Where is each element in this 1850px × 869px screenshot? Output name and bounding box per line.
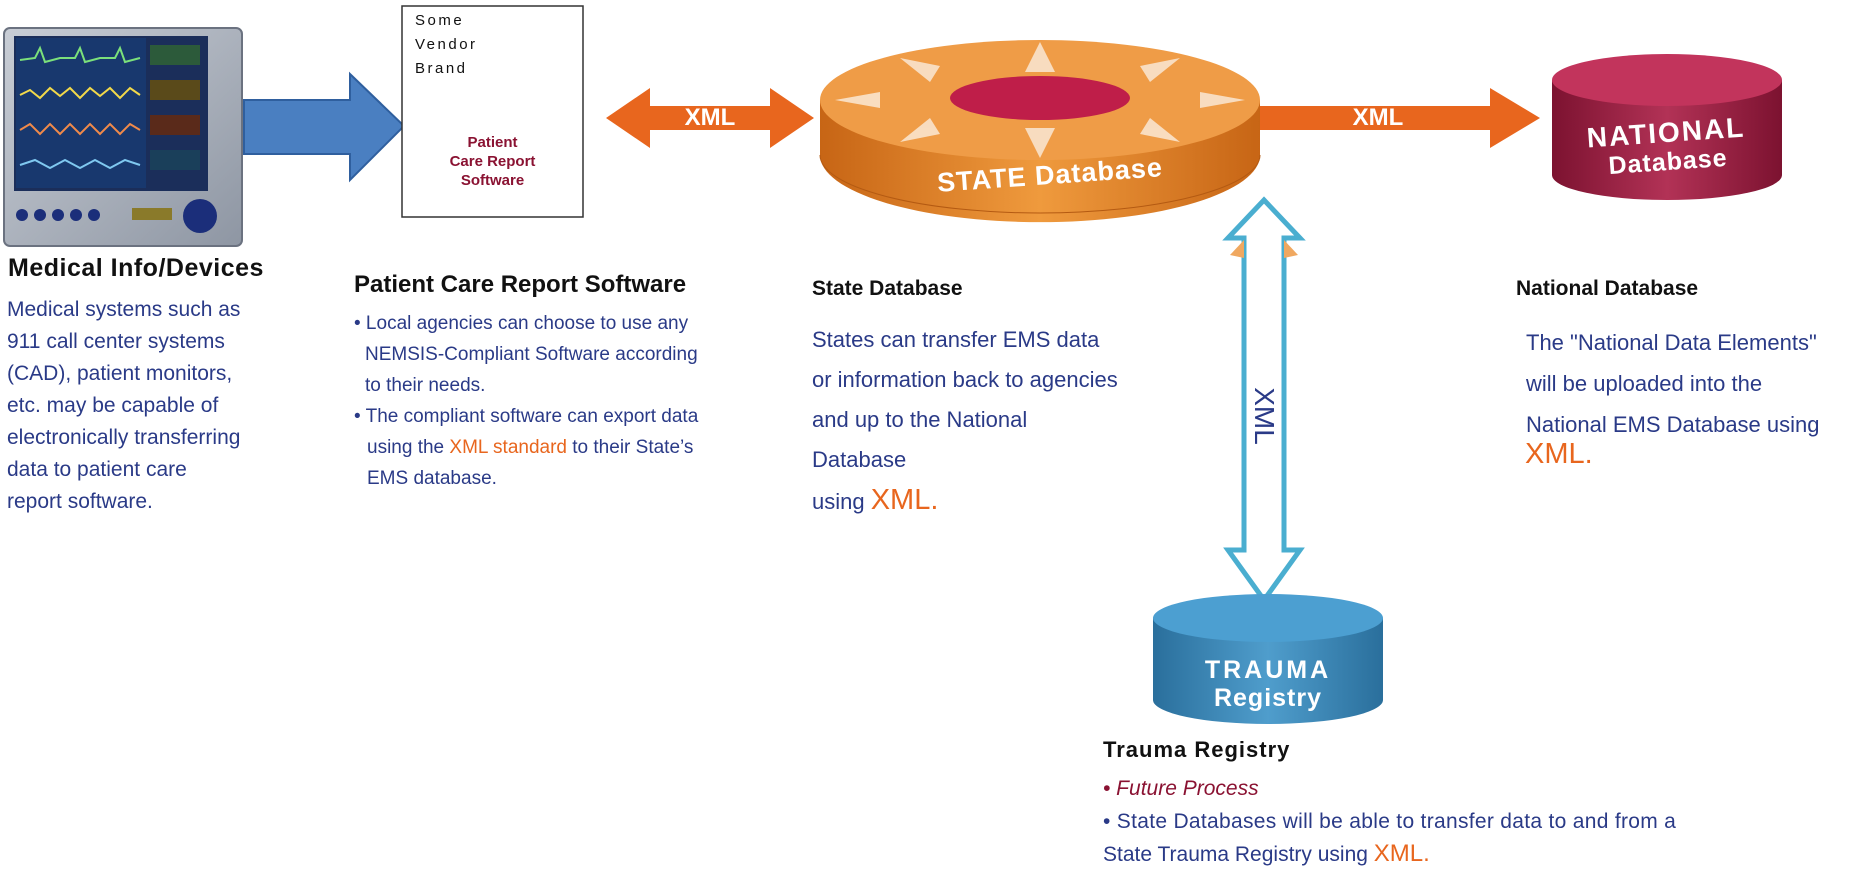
vendor-product-line: Care Report <box>449 153 536 170</box>
trauma-disk-line1: TRAUMA <box>1204 656 1332 684</box>
national-database-icon <box>1552 54 1782 200</box>
national-text: The "National Data Elements" will be upl… <box>1526 322 1820 445</box>
pcr-bullet2-line2: using the XML standard to their State’s <box>354 432 698 463</box>
vendor-product-line: Patient <box>467 134 518 151</box>
trauma-disk-line2: Registry <box>1213 684 1323 712</box>
pcr-heading: Patient Care Report Software <box>354 271 687 298</box>
pcr-bullet2-line3: EMS database. <box>367 468 497 489</box>
pcr-text: • Local agencies can choose to use any N… <box>354 308 698 494</box>
state-using: using <box>812 489 871 514</box>
state-text: States can transfer EMS data or informat… <box>812 320 1118 522</box>
vendor-brand-text: Some Vendor Brand <box>415 9 478 81</box>
state-using-line: using XML. <box>812 480 1118 522</box>
trauma-registry-icon <box>1153 594 1383 724</box>
national-xml: XML. <box>1525 438 1593 470</box>
trauma-line2: State Trauma Registry using XML. <box>1103 840 1430 868</box>
orange-accent-right <box>1284 240 1298 258</box>
medical-text-line: data to patient care <box>7 458 187 481</box>
pcr-b2-pre: using the <box>367 437 450 458</box>
state-text-line: and up to the National <box>812 407 1028 432</box>
pcr-bullet1-line2: NEMSIS-Compliant Software according <box>365 344 698 365</box>
state-heading: State Database <box>812 277 963 300</box>
trauma-disk-label: TRAUMA Registry <box>1160 656 1376 712</box>
trauma-heading: Trauma Registry <box>1103 737 1291 762</box>
medical-text-line: 911 call center systems <box>7 330 225 353</box>
vendor-brand-line: Vendor <box>415 36 478 53</box>
pcr-bullet2-line1: • The compliant software can export data <box>354 406 699 427</box>
pcr-xml-standard: XML standard <box>449 437 567 458</box>
medical-text-line: report software. <box>7 490 153 513</box>
state-database-icon <box>819 40 1261 223</box>
trauma-future: • Future Process <box>1103 777 1259 800</box>
orange-accent-left <box>1230 240 1244 258</box>
state-text-line: States can transfer EMS data <box>812 327 1100 352</box>
pcr-bullet1-line3: to their needs. <box>365 375 486 396</box>
medical-text-line: electronically transferring <box>7 426 241 449</box>
medical-info-text: Medical systems such as 911 call center … <box>7 294 240 518</box>
medical-text-line: etc. may be capable of <box>7 394 219 417</box>
state-text-line: Database <box>812 447 907 472</box>
medical-text-line: (CAD), patient monitors, <box>7 362 233 385</box>
medical-monitor-icon <box>3 27 243 247</box>
xml-label-left: XML <box>684 104 736 131</box>
vendor-brand-line: Some <box>415 12 465 29</box>
national-text-line: National EMS Database using <box>1526 412 1820 437</box>
state-text-line: or information back to agencies <box>812 367 1118 392</box>
xml-arrow-right <box>1260 88 1540 148</box>
xml-double-arrow-left <box>606 88 814 148</box>
national-heading: National Database <box>1516 277 1699 300</box>
state-xml: XML. <box>870 484 939 516</box>
vendor-product-line: Software <box>460 172 525 189</box>
trauma-line1: • State Databases will be able to transf… <box>1103 810 1677 833</box>
medical-info-heading: Medical Info/Devices <box>8 254 264 282</box>
national-text-line: The "National Data Elements" <box>1526 330 1817 355</box>
xml-label-vertical: XML <box>1249 387 1280 445</box>
vendor-product-text: Patient Care Report Software <box>402 133 583 190</box>
vendor-software-box <box>401 5 584 218</box>
vendor-brand-line: Brand <box>415 60 468 77</box>
device-to-software-arrow <box>243 71 406 183</box>
trauma-xml: XML. <box>1373 840 1430 867</box>
national-text-line: will be uploaded into the <box>1526 371 1763 396</box>
trauma-line2-pre: State Trauma Registry using <box>1103 843 1374 866</box>
xml-label-right: XML <box>1352 104 1404 131</box>
medical-text-line: Medical systems such as <box>7 298 241 321</box>
pcr-b2-post: to their State’s <box>567 437 694 458</box>
pcr-bullet1-line1: • Local agencies can choose to use any <box>354 313 689 334</box>
